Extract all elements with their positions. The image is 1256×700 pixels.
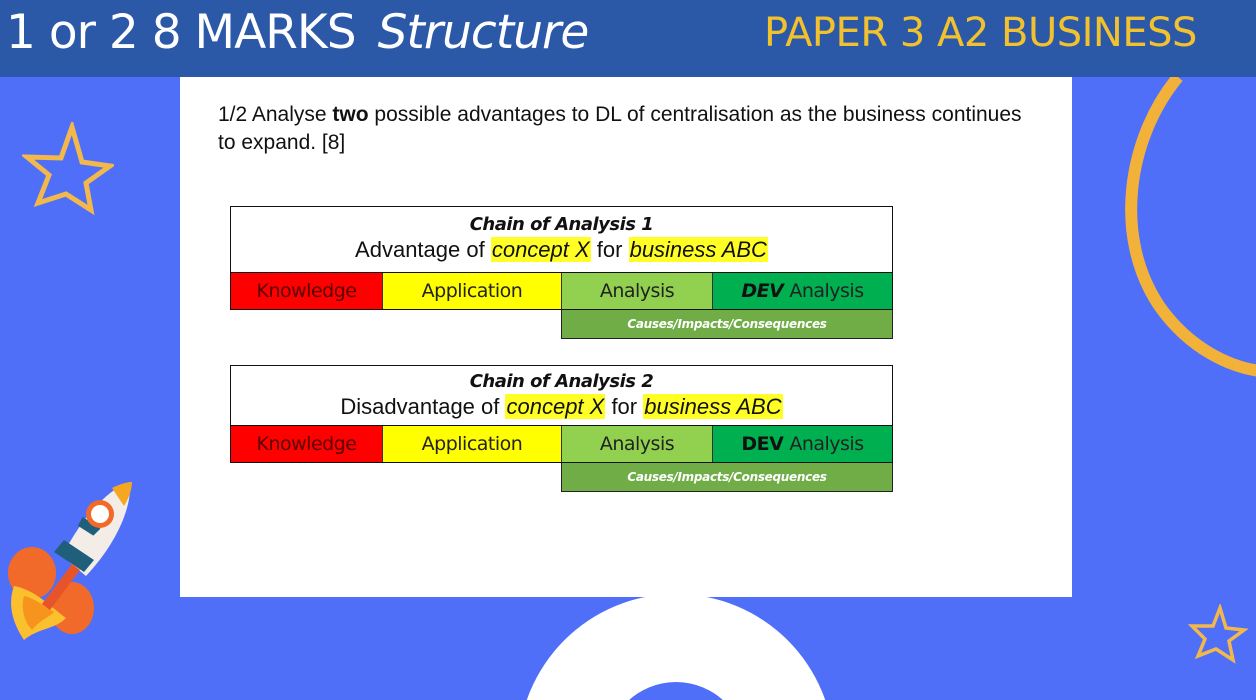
- slide-header: 1 or 2 8 MARKS Structure PAPER 3 A2 BUSIN…: [0, 0, 1256, 77]
- rocket-icon: [8, 482, 132, 640]
- concept-highlight: concept X: [490, 237, 591, 262]
- stage-application: Application: [383, 273, 562, 309]
- slide-title: 1 or 2 8 MARKS Structure: [6, 2, 590, 64]
- star-outline-icon: [22, 122, 114, 216]
- chain-title: Chain of Analysis 1: [469, 214, 654, 235]
- business-highlight: business ABC: [628, 237, 768, 262]
- subject-title: PAPER 3 A2 BUSINESS: [764, 10, 1197, 56]
- business-highlight: business ABC: [643, 394, 783, 419]
- stage-analysis: Analysis: [562, 273, 713, 309]
- chain-header: Chain of Analysis 1 Advantage of concept…: [230, 206, 893, 272]
- title-emphasis: Structure: [377, 5, 590, 60]
- dev-label: Analysis: [789, 280, 864, 302]
- dev-prefix: DEV: [741, 280, 784, 302]
- dev-prefix: DEV: [741, 433, 784, 455]
- consequences-bar: Causes/Impacts/Consequences: [561, 310, 893, 339]
- title-main: 1 or 2 8 MARKS: [6, 5, 357, 60]
- chain-title: Chain of Analysis 2: [469, 371, 654, 392]
- chain-of-analysis-1: Chain of Analysis 1 Advantage of concept…: [230, 206, 893, 339]
- question-text: 1/2 Analyse two possible advantages to D…: [218, 101, 1038, 157]
- chain-of-analysis-2: Chain of Analysis 2 Disadvantage of conc…: [230, 365, 893, 492]
- stage-application: Application: [383, 426, 562, 462]
- dev-label: Analysis: [789, 433, 864, 455]
- chain-lead: Advantage of: [355, 237, 491, 262]
- chain-subtitle: Advantage of concept X for business ABC: [231, 236, 892, 264]
- chain-header: Chain of Analysis 2 Disadvantage of conc…: [230, 365, 893, 425]
- stage-knowledge: Knowledge: [231, 426, 383, 462]
- orange-arc: [1125, 77, 1256, 377]
- content-panel: 1/2 Analyse two possible advantages to D…: [180, 77, 1072, 597]
- question-suffix: possible advantages to DL of centralisat…: [218, 103, 1022, 154]
- question-prefix: 1/2 Analyse: [218, 103, 333, 126]
- stage-analysis: Analysis: [562, 426, 713, 462]
- white-ring: [526, 594, 826, 700]
- chain-connector: for: [605, 394, 644, 419]
- stage-knowledge: Knowledge: [231, 273, 383, 309]
- chain-lead: Disadvantage of: [340, 394, 506, 419]
- concept-highlight: concept X: [505, 394, 606, 419]
- chain-subtitle: Disadvantage of concept X for business A…: [231, 393, 892, 421]
- consequences-bar: Causes/Impacts/Consequences: [561, 463, 893, 492]
- star-outline-icon-small: [1187, 604, 1248, 664]
- chain-connector: for: [590, 237, 629, 262]
- question-emphasis: two: [332, 103, 369, 126]
